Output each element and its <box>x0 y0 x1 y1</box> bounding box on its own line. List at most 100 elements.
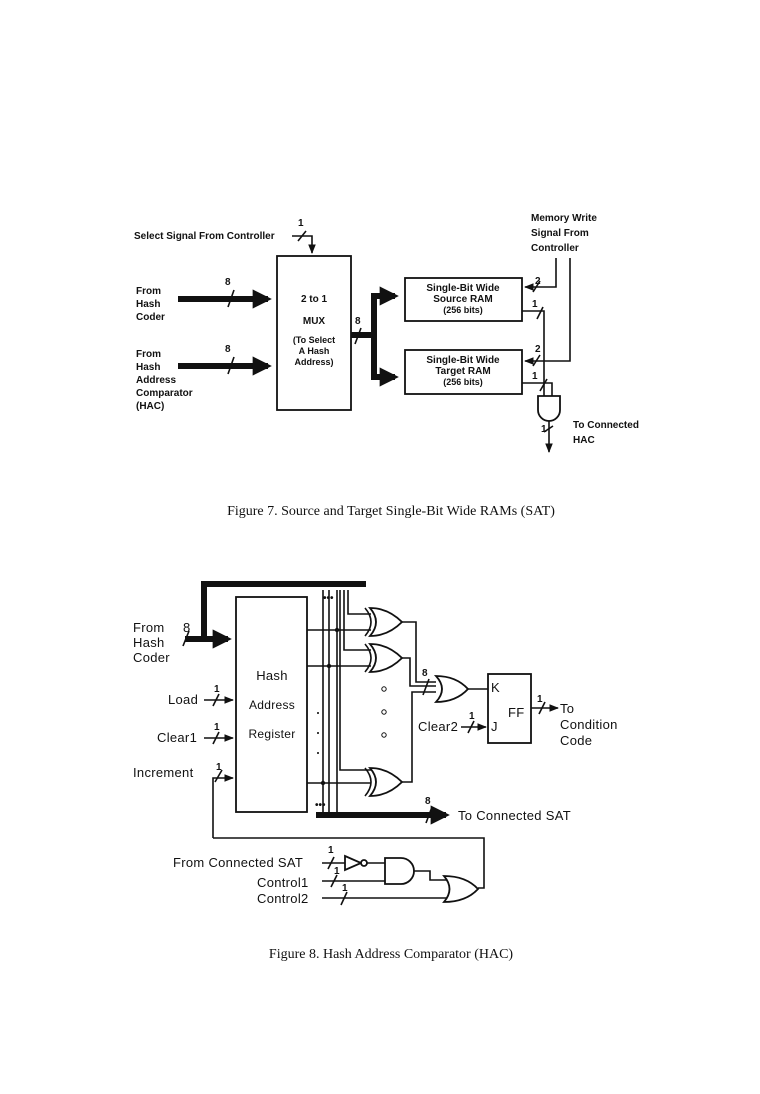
xor-dot-2 <box>381 709 387 715</box>
ram-in-width-2: 2 <box>535 344 541 355</box>
control1-label: Control1 <box>257 875 309 890</box>
xor-gate-2 <box>364 643 404 673</box>
from-connected-sat-label: From Connected SAT <box>173 855 303 870</box>
ff-block <box>487 673 532 744</box>
ram-in-tick-1 <box>532 280 541 293</box>
mux-line2: MUX <box>303 316 326 327</box>
ff-label: FF <box>508 705 524 720</box>
feedback-loop-wire <box>213 837 485 889</box>
source-ram-out-wire <box>522 310 545 396</box>
mem-write-wire-target <box>524 258 571 365</box>
or-gate-control <box>442 875 480 903</box>
ram-out-tick-2 <box>539 378 548 392</box>
target-ram-line1: Single-Bit Wide <box>426 355 500 366</box>
xor-dot-1 <box>381 686 387 692</box>
target-ram-line3: (256 bits) <box>443 377 483 387</box>
or-bus-width: 8 <box>422 668 428 679</box>
select-width-label: 1 <box>298 218 304 229</box>
or-bus-tick <box>422 678 430 696</box>
memory-write-line3: Controller <box>531 243 579 254</box>
mux-line5: Address) <box>294 357 333 367</box>
not-bubble <box>360 859 368 867</box>
ram-out-width-2: 1 <box>532 371 538 382</box>
input2-line2: Hash <box>136 362 160 373</box>
gate-out-width: 1 <box>541 424 547 435</box>
input1-width-label: 8 <box>225 277 231 288</box>
mux-block <box>276 255 352 411</box>
select-signal-wire <box>292 235 316 254</box>
increment-label: Increment <box>133 765 194 780</box>
xor-n-out <box>402 691 436 783</box>
from-hash-coder-line3: Coder <box>133 650 170 665</box>
input2-width-label: 8 <box>225 344 231 355</box>
xor-1-bus-input <box>347 590 371 615</box>
bus-dots-bottom: ••• <box>315 800 326 811</box>
not-gate <box>344 854 364 872</box>
ram-out-tick-1 <box>536 306 544 320</box>
figure-8: From Hash Coder 8 Hash Address Register … <box>133 581 618 962</box>
load-tick <box>212 693 220 707</box>
ff-out-width: 1 <box>537 694 543 705</box>
increment-wire <box>212 774 234 838</box>
increment-tick <box>214 769 223 783</box>
source-ram-line2: Source RAM <box>433 294 492 305</box>
clear1-label: Clear1 <box>157 730 197 745</box>
select-signal-label: Select Signal From Controller <box>134 231 275 242</box>
ff-output-line2: Condition <box>560 717 618 732</box>
input2-line1: From <box>136 349 161 360</box>
clear2-tick <box>467 720 475 734</box>
register-line2: Address <box>249 698 295 712</box>
gate-out-tick <box>543 425 554 433</box>
mux-out-bus-target <box>371 335 399 387</box>
xor-n-bus-input <box>339 590 371 771</box>
bus-dots-top: ••• <box>323 593 334 604</box>
or-gate-8-input <box>433 675 470 703</box>
xor-gate-n <box>364 767 404 797</box>
memory-write-line2: Signal From <box>531 228 589 239</box>
figure8-caption: Figure 8. Hash Address Comparator (HAC) <box>269 947 514 962</box>
input1-line2: Hash <box>136 299 160 310</box>
mux-out-width-label: 8 <box>355 316 361 327</box>
input2-line4: Comparator <box>136 388 193 399</box>
source-ram-line1: Single-Bit Wide <box>426 283 500 294</box>
control1-tick <box>330 874 338 888</box>
from-sat-width: 1 <box>328 845 334 856</box>
mux-out-width-tick <box>354 327 362 345</box>
to-connected-sat-label: To Connected SAT <box>458 808 571 823</box>
mux-line3: (To Select <box>293 335 335 345</box>
ram-out-width-1: 1 <box>532 299 538 310</box>
clear2-label: Clear2 <box>418 719 458 734</box>
from-sat-tick <box>327 856 335 870</box>
from-hash-coder-line2: Hash <box>133 635 165 650</box>
input2-line5: (HAC) <box>136 401 164 412</box>
figure-7: Select Signal From Controller 1 From Has… <box>134 213 639 519</box>
ff-out-tick <box>538 701 546 715</box>
input2-width-tick <box>227 356 235 375</box>
input-width-tick <box>182 630 190 647</box>
ff-output-line3: Code <box>560 733 592 748</box>
clear1-width: 1 <box>214 722 220 733</box>
register-line1: Hash <box>256 668 288 683</box>
target-ram-line2: Target RAM <box>435 366 490 377</box>
input1-line3: Coder <box>136 312 165 323</box>
xor-gate-1 <box>364 607 404 637</box>
junction-2 <box>326 663 332 669</box>
xor-1-out <box>402 621 436 683</box>
xor-2-out <box>402 657 436 687</box>
load-label: Load <box>168 692 198 707</box>
ff-k-label: K <box>491 680 500 695</box>
increment-width: 1 <box>216 762 222 773</box>
output-line1: To Connected <box>573 420 639 431</box>
control1-width: 1 <box>334 866 340 877</box>
from-hash-coder-line1: From <box>133 620 165 635</box>
input1-width-tick <box>227 289 235 308</box>
mux-line4: A Hash <box>299 346 330 356</box>
figure7-caption: Figure 7. Source and Target Single-Bit W… <box>227 504 555 519</box>
output-line2: HAC <box>573 435 595 446</box>
mux-line1: 2 to 1 <box>301 294 328 305</box>
register-line3: Register <box>248 727 295 741</box>
load-width: 1 <box>214 684 220 695</box>
ram-in-tick-2 <box>532 354 541 367</box>
memory-write-line1: Memory Write <box>531 213 597 224</box>
